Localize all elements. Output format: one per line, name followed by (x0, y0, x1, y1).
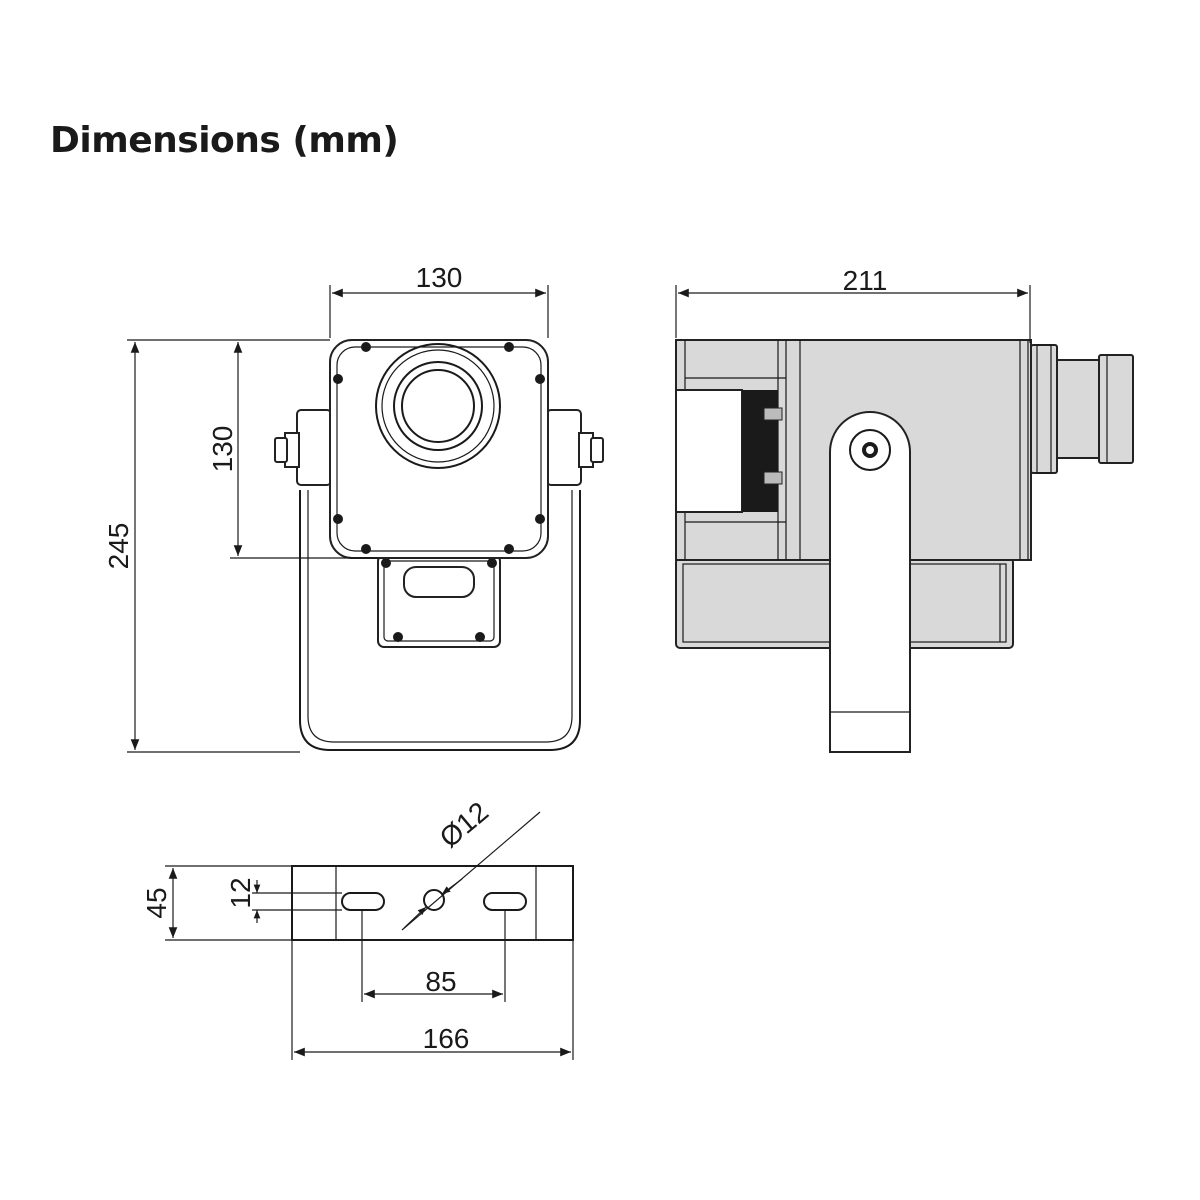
slot-spacing-label: 85 (425, 966, 456, 997)
side-length-label: 211 (843, 265, 888, 296)
side-panel (675, 389, 743, 513)
bracket-plate (291, 865, 574, 941)
front-total-height-label: 245 (103, 523, 134, 570)
body-screws (333, 342, 545, 554)
bracket-view: Ø12 45 12 85 166 (141, 796, 574, 1060)
bracket-height-label: 45 (141, 887, 172, 918)
connector-window (403, 566, 475, 598)
front-view: 130 130 245 (103, 262, 604, 753)
hole-diameter-label: Ø12 (434, 796, 494, 854)
left-slot (341, 892, 385, 911)
side-pivot-knob (849, 429, 891, 471)
right-slot (483, 892, 527, 911)
side-lens-collar (1030, 344, 1058, 474)
center-hole (423, 889, 445, 911)
front-width-label: 130 (416, 262, 463, 293)
front-lens (375, 343, 501, 469)
front-yoke (299, 490, 581, 751)
side-view: 211 (675, 265, 1134, 753)
side-yoke-arm (829, 411, 911, 753)
slot-width-label: 12 (225, 877, 256, 908)
front-body-height-label: 130 (207, 426, 238, 473)
side-lens-barrel (1056, 359, 1100, 459)
bracket-width-label: 166 (423, 1023, 470, 1054)
page-title: Dimensions (mm) (50, 120, 399, 161)
left-pivot-block (296, 409, 332, 486)
right-pivot-block (546, 409, 582, 486)
side-lens-tip (1098, 354, 1134, 464)
